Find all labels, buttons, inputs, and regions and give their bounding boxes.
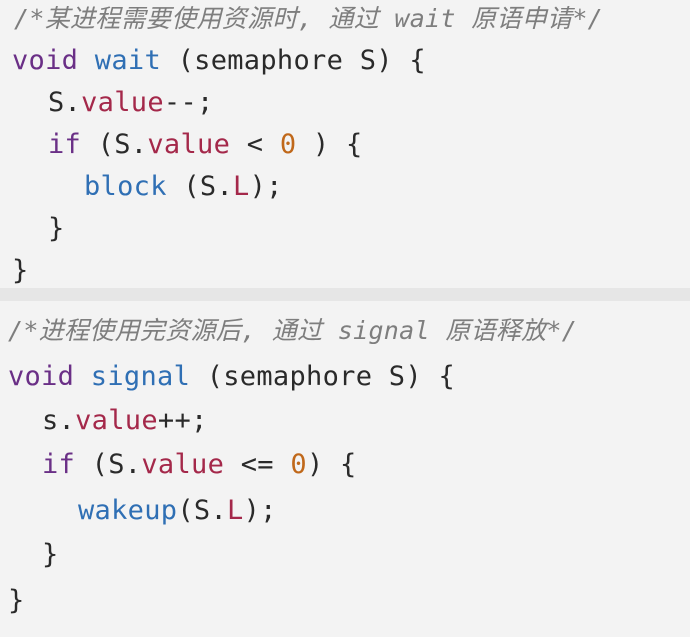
text: (S.: [75, 449, 142, 480]
text: ) {: [296, 129, 363, 160]
params: (semaphore S) {: [190, 361, 456, 392]
operator: --;: [163, 87, 214, 118]
member-L: L: [227, 495, 244, 526]
signal-wakeup-call: wakeup(S.L);: [78, 494, 277, 528]
keyword-void: void: [8, 361, 75, 392]
number-literal: 0: [279, 129, 297, 160]
text: <: [230, 129, 280, 160]
signal-signature: void signal (semaphore S) {: [8, 360, 455, 394]
signal-comment: /*进程使用完资源后, 通过 signal 原语释放*/: [8, 316, 578, 345]
function-name-signal: signal: [90, 361, 191, 392]
code-block-signal: [0, 301, 690, 637]
member-L: L: [233, 171, 250, 202]
text: <=: [224, 449, 291, 480]
member-value: value: [147, 129, 231, 160]
code-block-wait: [0, 0, 690, 288]
function-name-block: block: [84, 171, 167, 202]
closing-brace-function: }: [8, 585, 25, 616]
wait-if-line: if (S.value < 0 ) {: [48, 128, 363, 162]
closing-brace-if: }: [48, 213, 65, 244]
keyword-void: void: [12, 45, 79, 76]
closing-brace-function: }: [12, 255, 29, 286]
wait-comment: /*某进程需要使用资源时, 通过 wait 原语申请*/: [14, 4, 604, 33]
block-separator: [0, 288, 690, 301]
closing-brace-if: }: [42, 539, 59, 570]
member-value: value: [81, 87, 164, 118]
number-literal: 0: [290, 449, 307, 480]
operator: ++;: [157, 405, 208, 436]
text: ) {: [306, 449, 357, 480]
text: );: [249, 171, 283, 202]
object-ref: S.: [48, 87, 82, 118]
signal-increment: s.value++;: [42, 404, 208, 438]
signal-if-line: if (S.value <= 0) {: [42, 448, 357, 482]
member-value: value: [75, 405, 158, 436]
function-name-wait: wait: [94, 45, 162, 76]
member-value: value: [141, 449, 225, 480]
text: (S.: [166, 171, 234, 202]
wait-signature: void wait (semaphore S) {: [12, 44, 426, 78]
text: (S.: [177, 495, 228, 526]
keyword-if: if: [42, 449, 76, 480]
wait-decrement: S.value--;: [48, 86, 214, 120]
text: (S.: [81, 129, 148, 160]
params: (semaphore S) {: [161, 45, 426, 76]
function-name-wakeup: wakeup: [78, 495, 178, 526]
wait-block-call: block (S.L);: [84, 170, 283, 204]
text: );: [243, 495, 277, 526]
keyword-if: if: [48, 129, 82, 160]
object-ref: s.: [42, 405, 76, 436]
